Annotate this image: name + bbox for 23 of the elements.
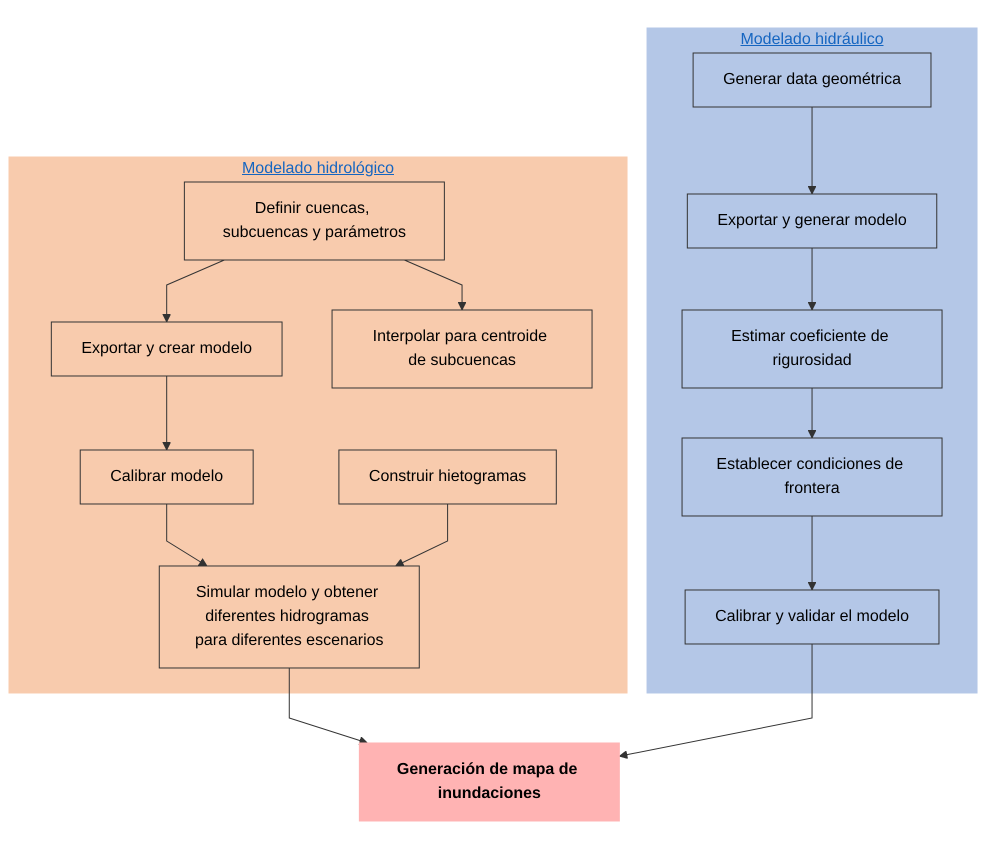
- arrow: [288, 667, 368, 745]
- arrow: [166, 504, 208, 566]
- node-box: Simular modelo y obtener diferentes hidrogramas para diferentes escenarios: [158, 566, 420, 668]
- arrow: [808, 106, 816, 194]
- node-box: Generación de mapa de inundaciones: [358, 742, 620, 822]
- node-box: Definir cuencas, subcuencas y parámetros: [184, 182, 445, 260]
- node-box: Exportar y crear modelo: [50, 322, 283, 376]
- arrow: [395, 504, 448, 567]
- arrow: [404, 260, 466, 310]
- arrow: [808, 388, 816, 438]
- arrow: [808, 516, 816, 590]
- node-box: Interpolar para centroide de subcuencas: [332, 310, 593, 388]
- arrow: [162, 260, 225, 322]
- arrow: [808, 248, 816, 310]
- node-box: Estimar coeficiente de rigurosidad: [682, 310, 942, 388]
- node-box: Calibrar modelo: [80, 450, 254, 504]
- node-box: Calibrar y validar el modelo: [684, 590, 940, 644]
- arrow: [162, 376, 172, 450]
- arrow: [618, 644, 812, 759]
- node-box: Generar data geométrica: [692, 52, 932, 108]
- node-box: Exportar y generar modelo: [686, 194, 938, 248]
- node-box: Construir hietogramas: [338, 450, 557, 504]
- node-box: Establecer condiciones de frontera: [682, 438, 942, 516]
